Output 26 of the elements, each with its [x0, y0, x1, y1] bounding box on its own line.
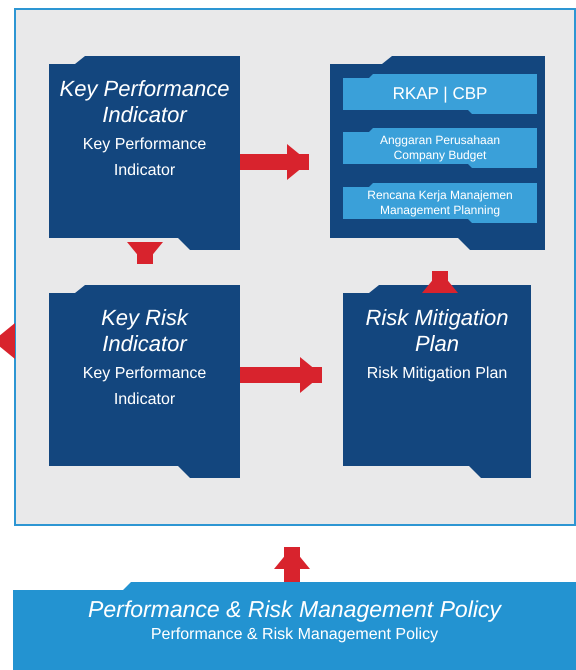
banner-bar — [343, 74, 537, 114]
process-box — [343, 285, 531, 478]
box-subtitle: Risk Mitigation Plan — [366, 364, 508, 384]
banner-bar — [343, 183, 537, 223]
box-title: Key Risk Indicator — [100, 305, 190, 357]
box-title: Performance & Risk Management Policy — [88, 595, 501, 624]
box-subtitle: Performance & Risk Management Policy — [150, 625, 438, 645]
process-box — [49, 285, 240, 478]
block-arrow — [127, 242, 163, 264]
box-subtitle: Key Performance Indicator — [82, 135, 208, 181]
block-arrow — [240, 357, 322, 393]
block-arrow — [274, 547, 310, 582]
block-arrow — [240, 144, 309, 180]
block-arrow — [422, 271, 458, 293]
bar-label: Rencana Kerja Manajemen Management Planning — [366, 188, 514, 218]
panel-background — [14, 8, 576, 526]
group-box — [330, 56, 545, 250]
banner-bar — [343, 128, 537, 168]
policy-banner — [13, 582, 576, 670]
bar-label: RKAP | CBP — [392, 83, 488, 105]
block-arrow — [0, 323, 15, 359]
box-subtitle: Key Performance Indicator — [82, 364, 208, 410]
box-title: Risk Mitigation Plan — [364, 305, 510, 357]
box-title: Key Performance Indicator — [58, 76, 230, 128]
process-box — [49, 56, 240, 250]
bar-label: Anggaran Perusahaan Company Budget — [378, 133, 502, 163]
